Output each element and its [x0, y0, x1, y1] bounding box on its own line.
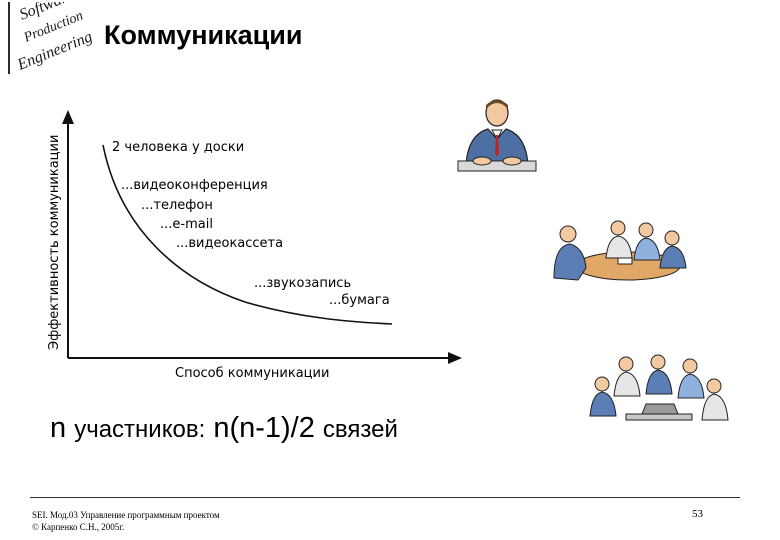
effectiveness-curve [102, 144, 393, 325]
footer-course-info: SEI. Мод.03 Управление программным проек… [32, 509, 220, 533]
formula-participants-word: участников: [74, 416, 206, 443]
label-phone: ...телефон [141, 198, 213, 213]
footer-copyright-line: © Карпенко С.Н., 2005г. [32, 522, 125, 532]
y-axis-arrow [62, 110, 74, 124]
y-axis-label: Эффективность коммуникации [47, 135, 62, 350]
footer-course-line: SEI. Мод.03 Управление программным проек… [32, 510, 220, 520]
formula-connections-word: связей [322, 416, 398, 443]
communication-effectiveness-chart: Эффективность коммуникации Способ коммун… [47, 110, 462, 381]
label-paper: ...бумага [329, 293, 390, 308]
software-engineering-logo: Software Production Engineering [14, 2, 95, 74]
formula-n: n [50, 412, 67, 444]
x-axis-arrow [448, 352, 462, 364]
label-audio: ...звукозапись [254, 276, 351, 291]
title-divider [8, 2, 10, 74]
label-email: ...e-mail [160, 217, 213, 232]
x-axis-label: Способ коммуникации [175, 366, 329, 381]
formula-expression: n(n-1)/2 [213, 412, 315, 444]
page-number: 53 [692, 508, 703, 520]
footer-divider [30, 497, 740, 498]
person-at-desk-illustration [457, 99, 537, 172]
label-whiteboard: 2 человека у доски [112, 140, 244, 155]
group-with-laptop-illustration [589, 354, 729, 421]
meeting-at-table-illustration [553, 220, 687, 281]
slide-title: Коммуникации [104, 20, 303, 50]
label-videotape: ...видеокассета [176, 236, 283, 251]
connections-formula: n участников: n(n-1)/2 связей [50, 412, 398, 445]
label-videoconference: ...видеоконференция [121, 178, 268, 193]
